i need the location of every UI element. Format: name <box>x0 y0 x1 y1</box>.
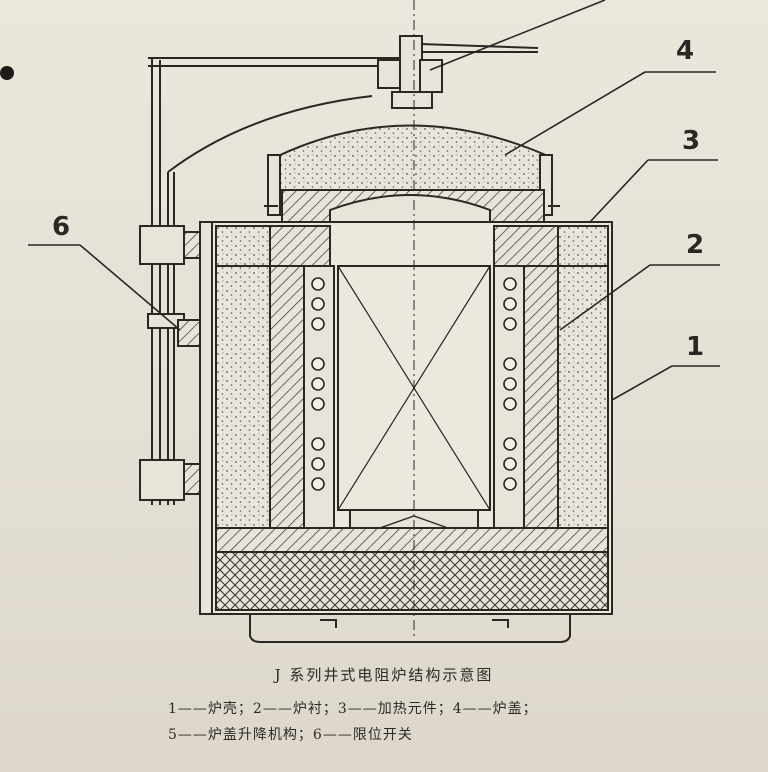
furnace-lid <box>264 124 560 231</box>
callout-4: 4 <box>676 36 695 66</box>
callout-6: 6 <box>52 212 71 242</box>
legend-line-2: 5——炉盖升降机构；6——限位开关 <box>168 727 413 743</box>
heating-elements <box>311 277 517 491</box>
diagram-title: J 系列井式电阻炉结构示意图 <box>274 666 494 684</box>
callout-leaders <box>28 0 720 401</box>
callout-2: 2 <box>686 230 705 260</box>
binder-hole <box>0 66 14 80</box>
legend-line-1: 1——炉壳；2——炉衬；3——加热元件；4——炉盖； <box>168 701 538 717</box>
lid-lift-mechanism <box>139 35 539 505</box>
furnace-diagram <box>28 0 720 643</box>
callout-1: 1 <box>686 332 705 362</box>
callout-3: 3 <box>682 126 701 156</box>
